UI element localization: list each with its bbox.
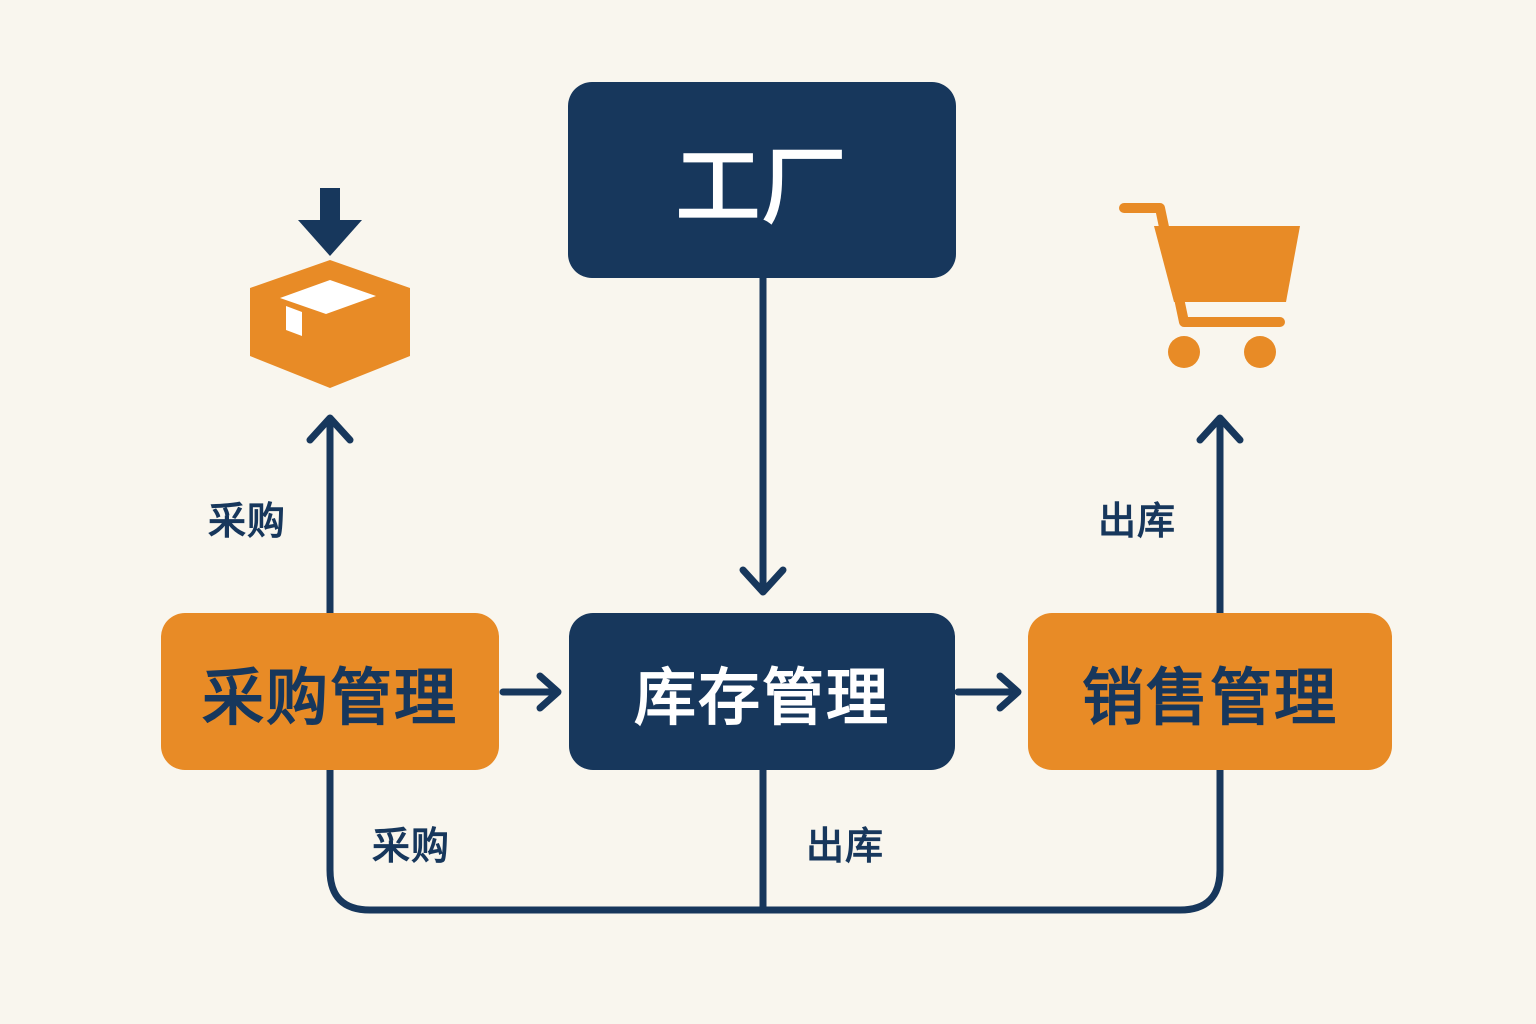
arrowhead-into-inventory-left [536,672,562,712]
edge-label-outbound-bottom: 出库 [806,824,885,868]
factory-node-label: 工厂 [675,137,848,236]
connector-bottom-loop [326,766,1224,914]
arrowhead-into-cart [1196,414,1244,444]
edge-label-purchase-bottom: 采购 [372,824,451,868]
sales-management-label: 销售管理 [1081,660,1338,734]
purchase-management-node: 采购管理 [161,613,499,770]
inventory-management-node: 库存管理 [569,613,955,770]
inventory-management-label: 库存管理 [633,660,890,734]
arrowhead-into-sales [996,672,1022,712]
package-box-icon [250,188,410,388]
edge-label-outbound-up: 出库 [1098,499,1177,543]
sales-management-node: 销售管理 [1028,613,1392,770]
arrowhead-into-inventory [739,566,787,596]
purchase-management-label: 采购管理 [201,660,458,734]
shopping-cart-icon [1119,203,1300,368]
edge-label-purchase-up: 采购 [208,499,287,543]
arrowhead-into-box [306,414,354,444]
factory-node: 工厂 [568,82,956,278]
